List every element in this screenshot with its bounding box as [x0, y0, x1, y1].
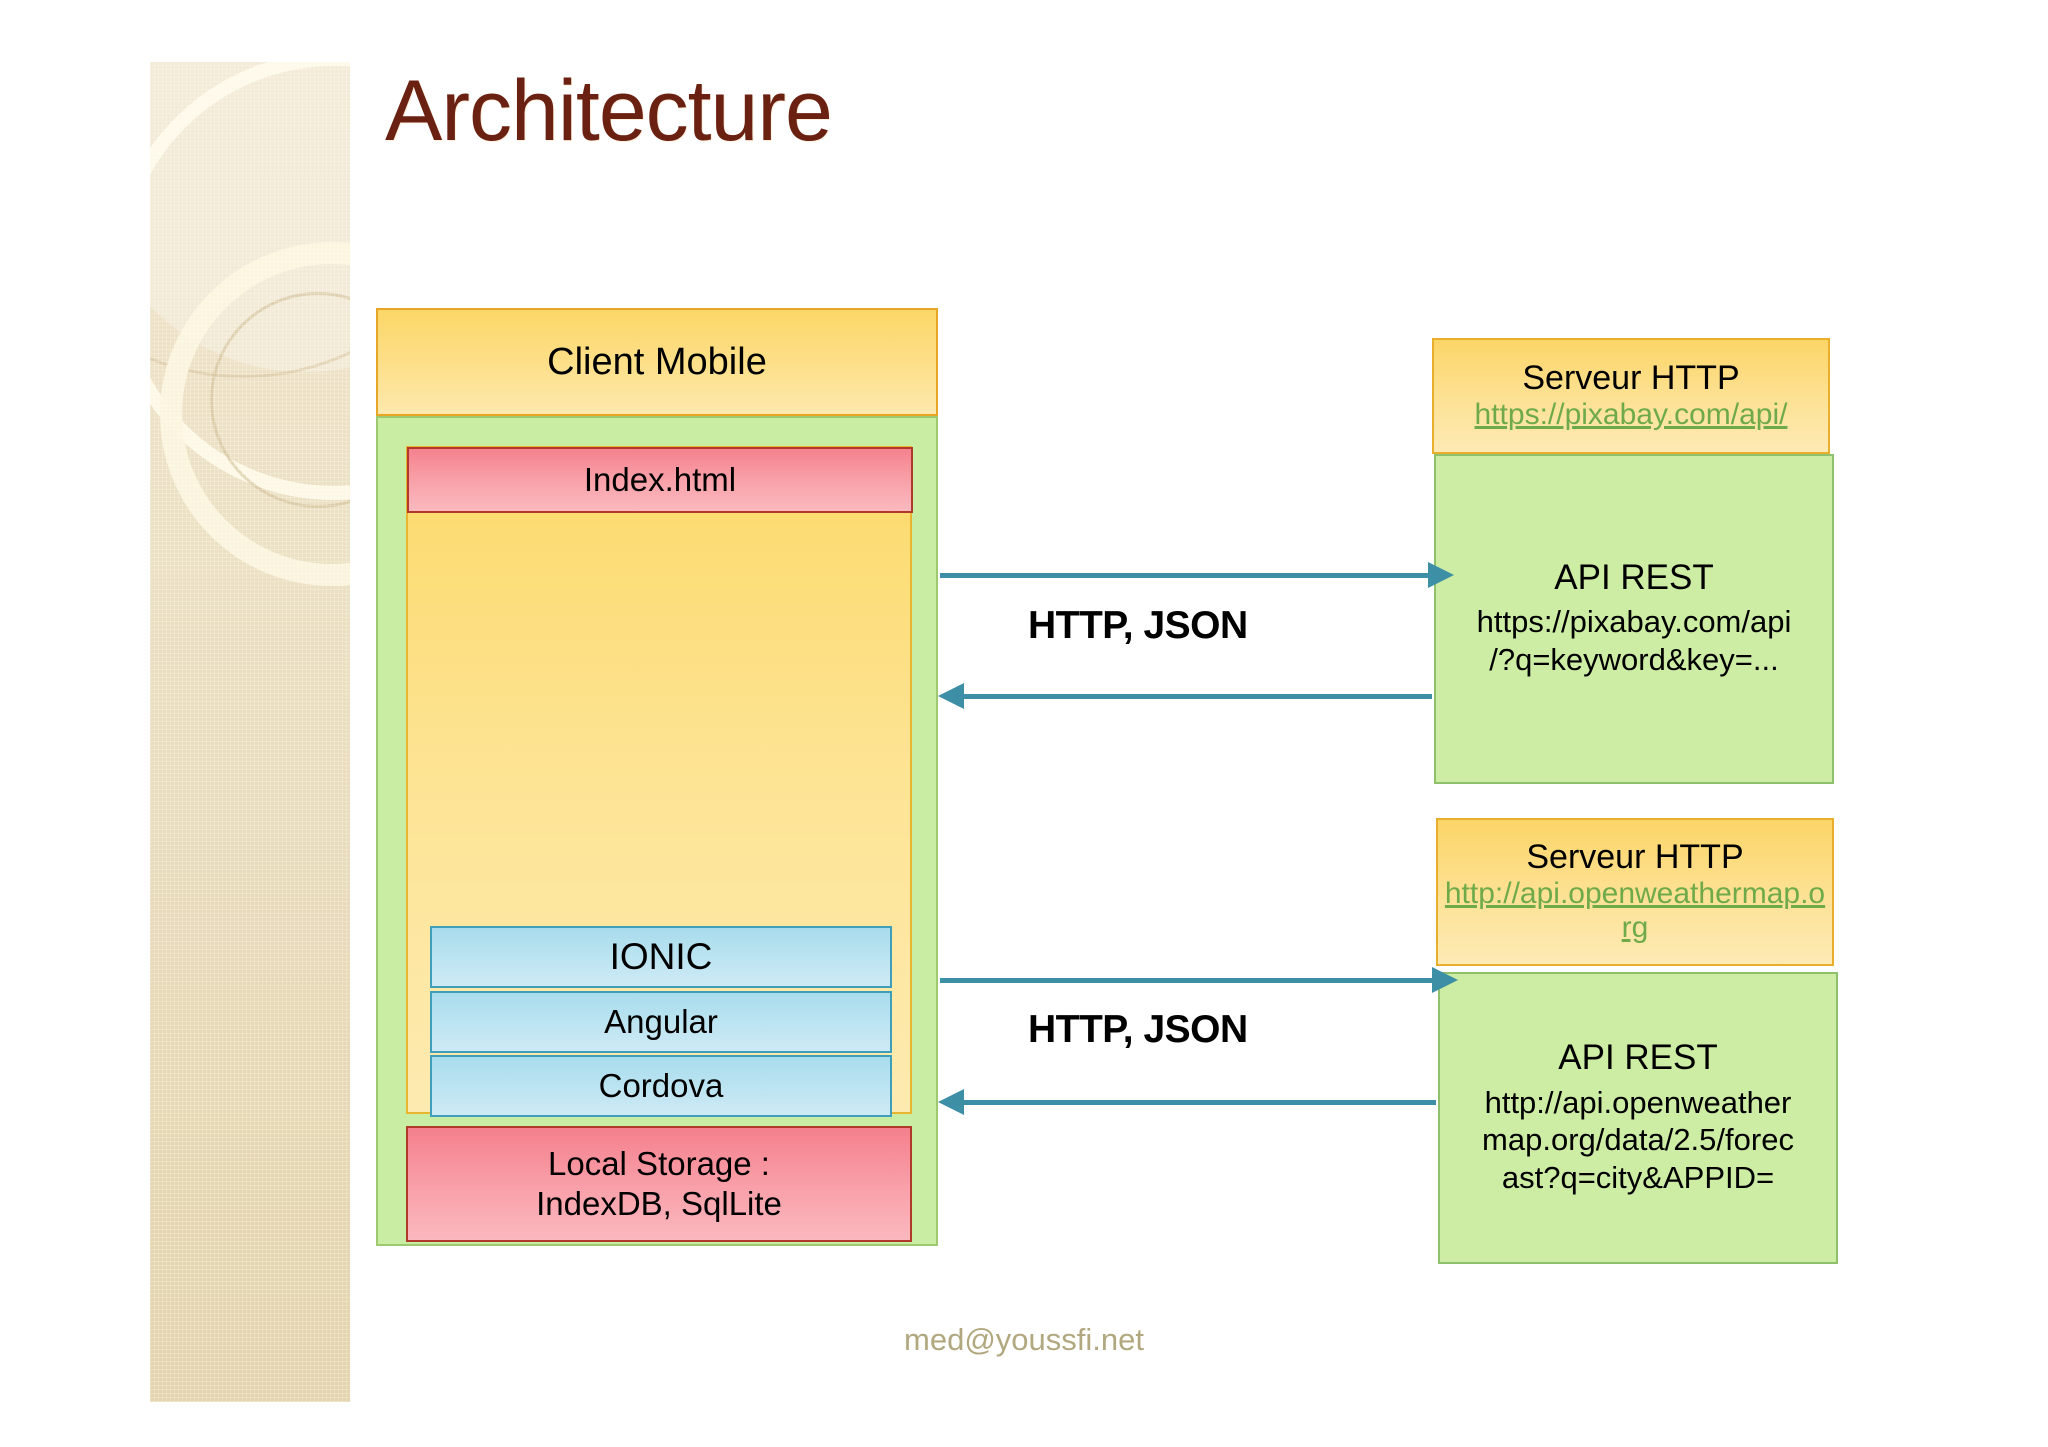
local-storage-box: Local Storage : IndexDB, SqlLite — [406, 1126, 912, 1242]
arrow-request-openweathermap-head — [1432, 967, 1458, 993]
client-mobile-label: Client Mobile — [547, 340, 767, 383]
footer-email: med@youssfi.net — [904, 1322, 1144, 1357]
stack-label-ionic: IONIC — [609, 936, 713, 977]
stack-label-cordova: Cordova — [598, 1067, 724, 1104]
api-rest-openweathermap-title: API REST — [1558, 1038, 1718, 1078]
api-rest-pixabay: API REST https://pixabay.com/api /?q=key… — [1434, 454, 1834, 784]
stack-box-ionic: IONIC — [430, 926, 892, 988]
band-ring-outer — [150, 62, 350, 378]
stack-box-cordova: Cordova — [430, 1055, 892, 1117]
arrow-response-openweathermap-head — [938, 1089, 964, 1115]
local-storage-line-1: Local Storage : — [548, 1144, 770, 1182]
index-html-box: Index.html — [407, 447, 913, 513]
connection-label-openweathermap: HTTP, JSON — [1028, 1008, 1248, 1051]
server-http-pixabay-link[interactable]: https://pixabay.com/api/ — [1474, 397, 1788, 431]
band-sheen — [150, 62, 350, 372]
api-rest-openweathermap: API REST http://api.openweather map.org/… — [1438, 972, 1838, 1264]
arrow-response-pixabay-head — [938, 683, 964, 709]
api-rest-pixabay-url: https://pixabay.com/api /?q=keyword&key=… — [1476, 604, 1792, 678]
arrow-request-openweathermap-line — [940, 978, 1434, 983]
stack-label-angular: Angular — [604, 1003, 718, 1040]
server-http-pixabay: Serveur HTTP https://pixabay.com/api/ — [1432, 338, 1830, 454]
arrow-response-pixabay-line — [948, 694, 1432, 699]
arrow-request-pixabay-head — [1428, 562, 1454, 588]
client-runtime-container: Index.html IONIC Angular Cordova — [406, 446, 913, 1117]
page-title: Architecture — [385, 63, 833, 159]
server-http-openweathermap-title: Serveur HTTP — [1526, 838, 1744, 877]
band-ring-2 — [160, 242, 350, 586]
band-ring-1 — [150, 62, 350, 500]
connection-label-pixabay: HTTP, JSON — [1028, 604, 1248, 647]
local-storage-line-2: IndexDB, SqlLite — [536, 1185, 782, 1222]
arrow-request-pixabay-line — [940, 573, 1430, 578]
server-http-pixabay-title: Serveur HTTP — [1522, 359, 1740, 398]
client-mobile-header: Client Mobile — [376, 308, 938, 416]
client-mobile-body: Index.html IONIC Angular Cordova Local S… — [376, 416, 938, 1246]
arrow-response-openweathermap-line — [948, 1100, 1436, 1105]
decorative-side-band — [150, 62, 350, 1402]
band-ring-3 — [210, 292, 350, 508]
server-http-openweathermap: Serveur HTTP http://api.openweathermap.o… — [1436, 818, 1834, 966]
api-rest-pixabay-title: API REST — [1554, 557, 1714, 597]
index-html-label: Index.html — [583, 461, 737, 498]
api-rest-openweathermap-url: http://api.openweather map.org/data/2.5/… — [1482, 1084, 1794, 1196]
server-http-openweathermap-link[interactable]: http://api.openweathermap.org — [1444, 876, 1826, 944]
stack-box-angular: Angular — [430, 991, 892, 1053]
